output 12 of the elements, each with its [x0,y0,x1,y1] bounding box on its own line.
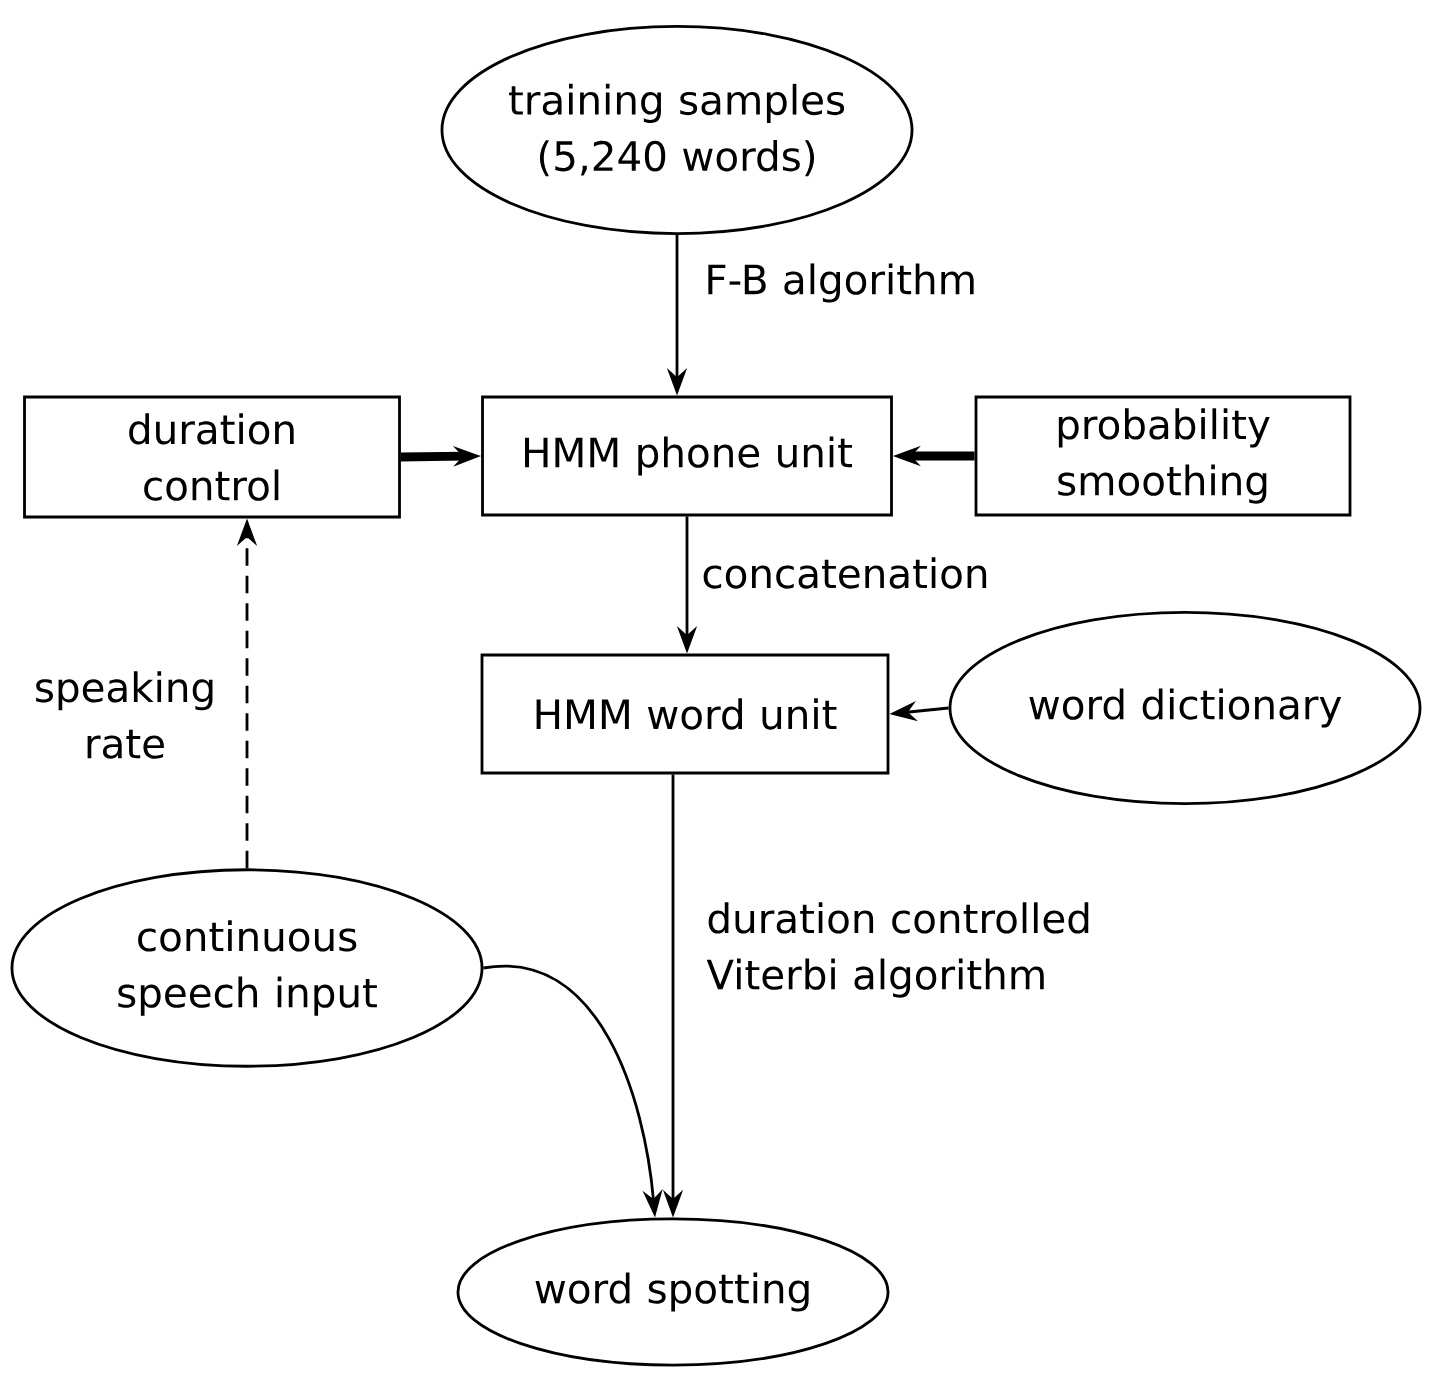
ellipse-node: word spotting [456,1217,890,1367]
edge-label: speaking rate [36,671,213,759]
ellipse-node: training samples (5,240 words) [440,25,914,235]
process-box: duration control [23,395,401,519]
process-box: probability smoothing [974,395,1352,517]
edge-label: concatenation [703,557,987,589]
ellipse-node: continuous speech input [10,868,484,1068]
process-box: HMM word unit [480,653,890,775]
ellipse-node: word dictionary [948,611,1422,805]
edge-label: F-B algorithm [708,263,974,303]
process-box: HMM phone unit [481,395,893,517]
edge-label: duration controlled Viterbi algorithm [706,902,1089,998]
